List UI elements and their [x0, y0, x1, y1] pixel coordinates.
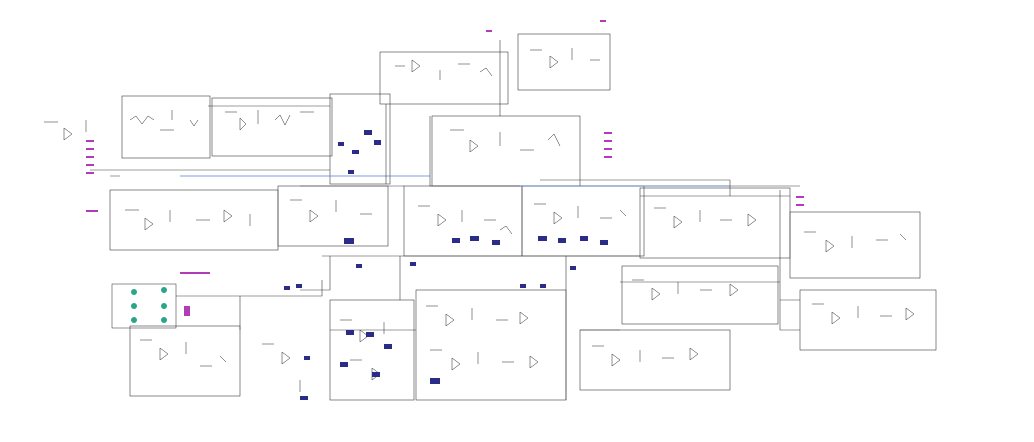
connector-symbols	[86, 210, 177, 329]
component-symbols	[44, 48, 915, 392]
ic-clusters	[284, 130, 608, 400]
net-labels	[86, 20, 804, 316]
subcircuit-frames	[109, 33, 937, 401]
interconnect-wires	[90, 40, 800, 400]
